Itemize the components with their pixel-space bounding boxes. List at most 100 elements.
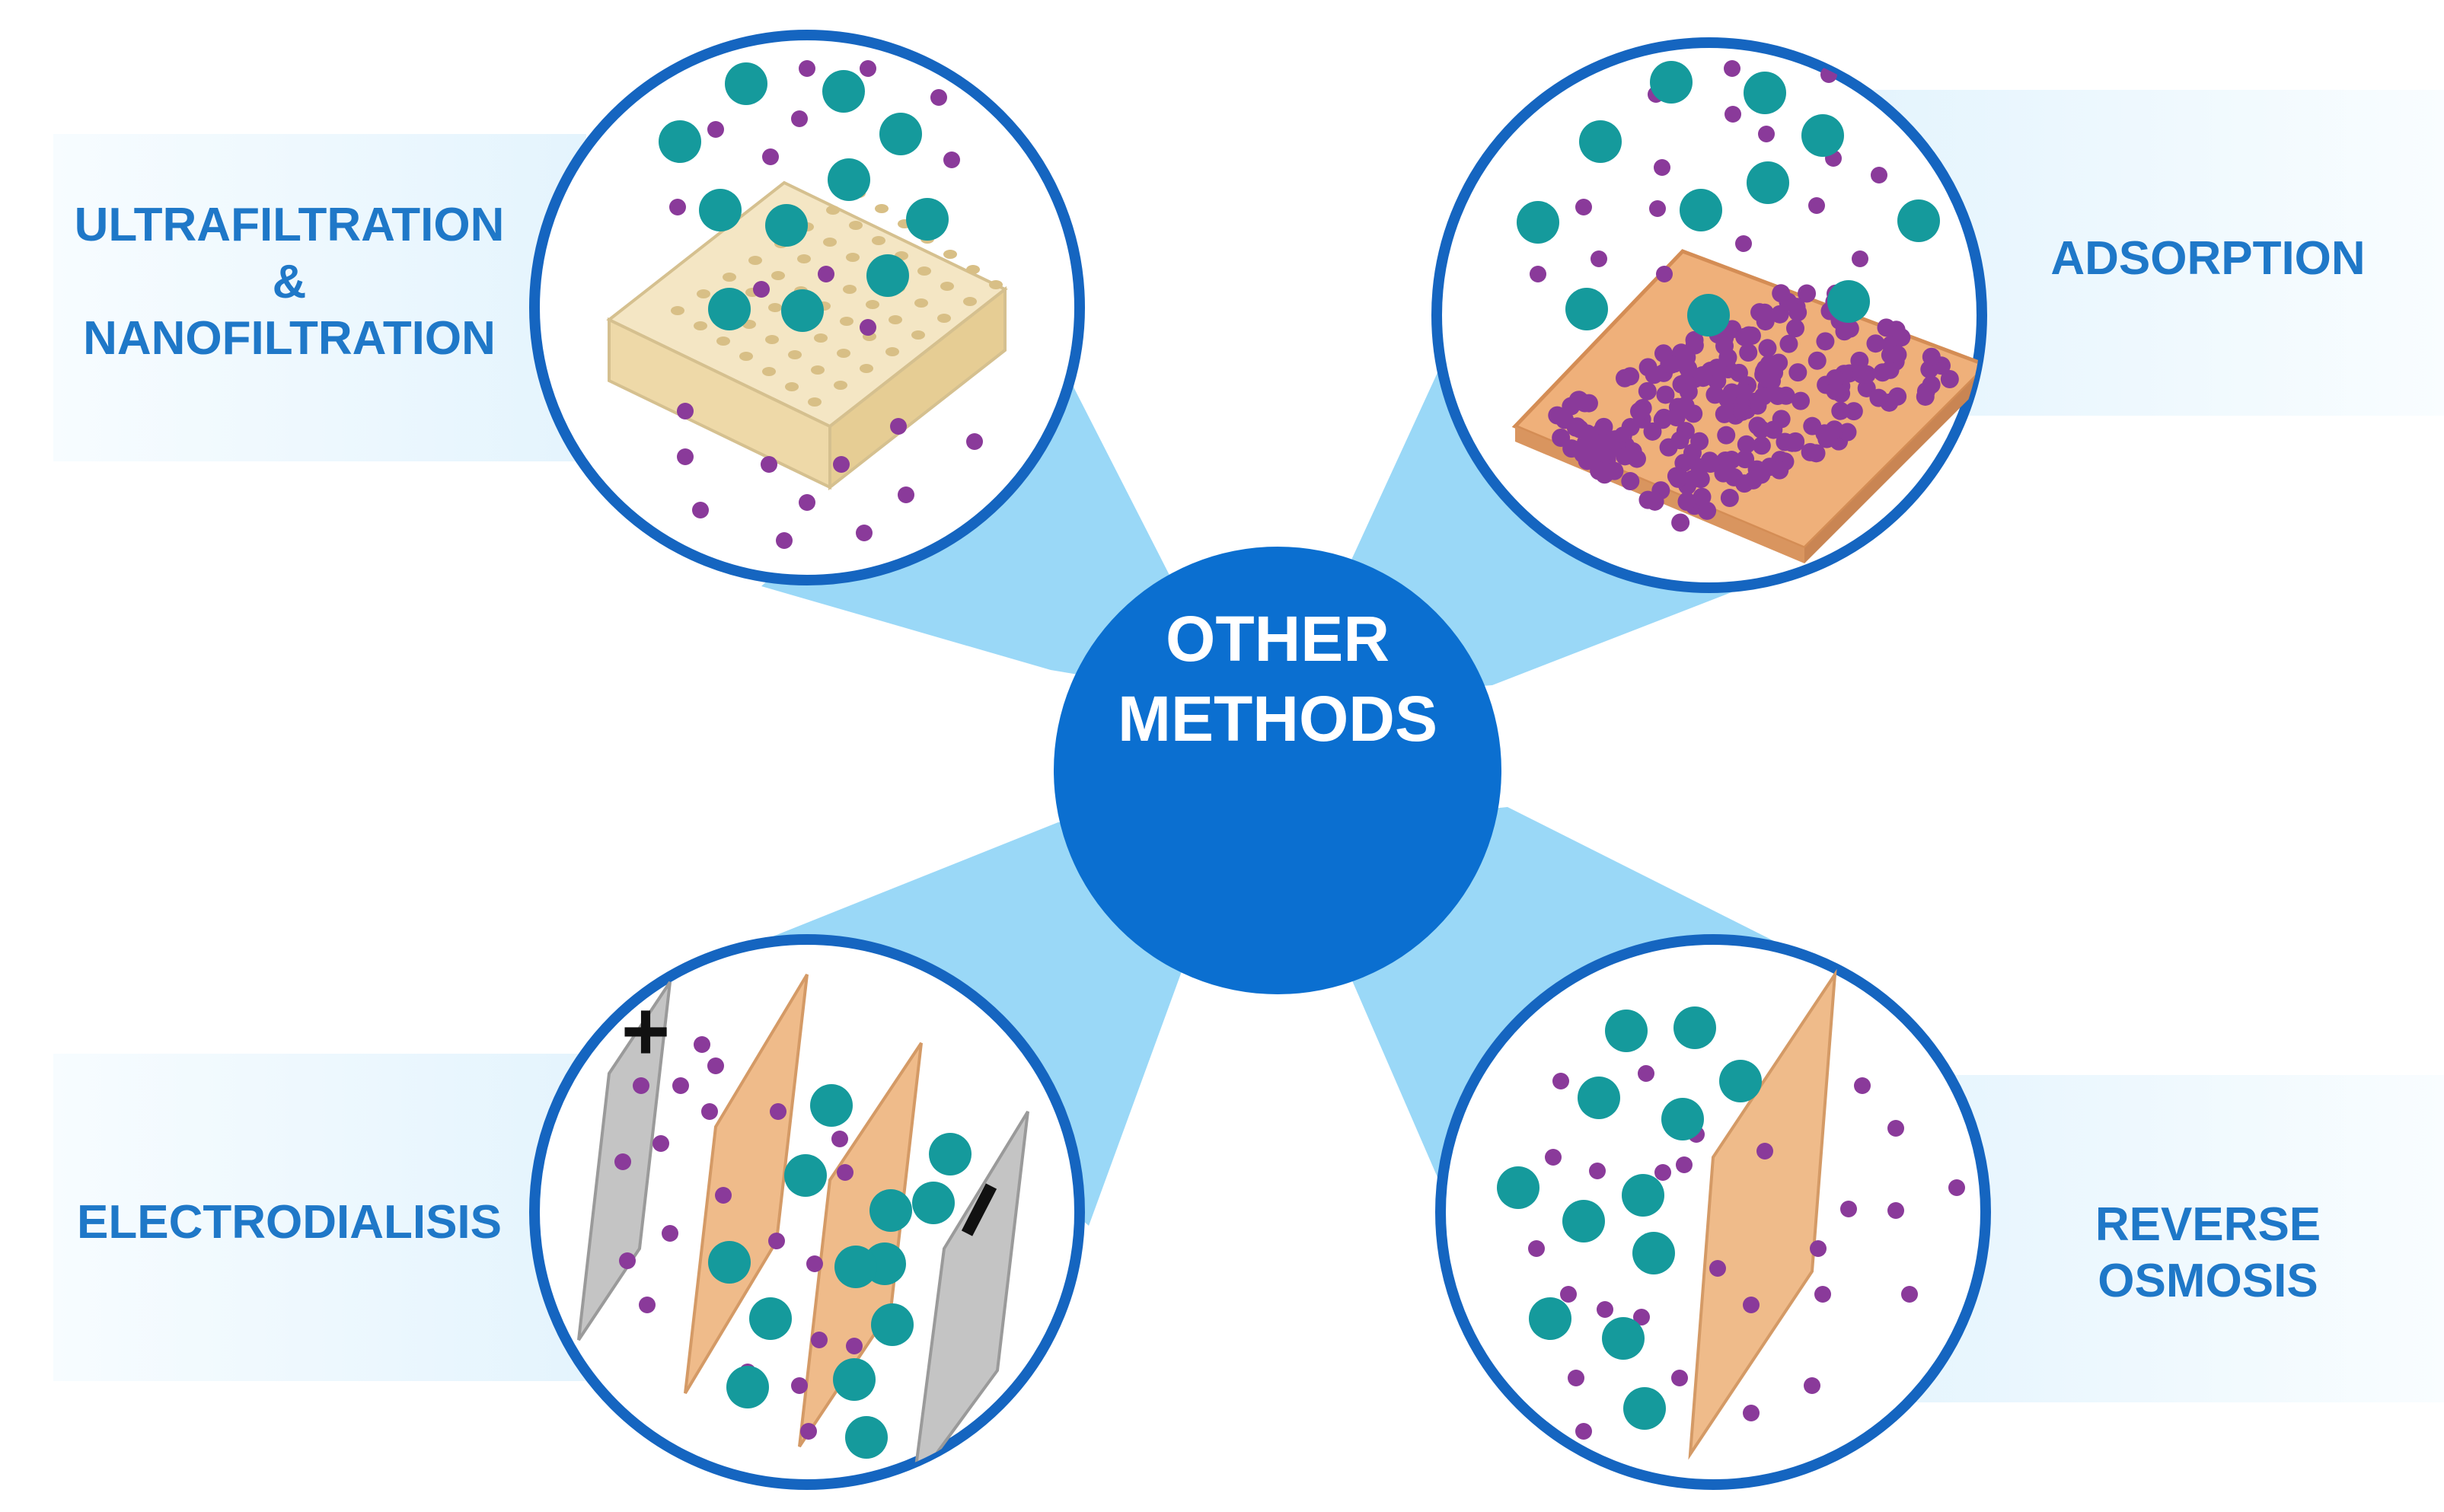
adsorbed-particle [1671,513,1690,532]
adsorbed-particle [1770,461,1789,480]
purple-particle [1871,167,1887,183]
adsorbed-particle [1656,385,1675,404]
teal-particle [1579,120,1622,163]
teal-particle [726,1366,769,1408]
adsorbed-particle [1826,369,1845,388]
adsorbed-particle [1717,426,1736,445]
purple-particle [770,1103,786,1120]
purple-particle [1597,1301,1613,1318]
teal-particle [708,288,751,330]
adsorbed-particle [1869,388,1888,407]
ultrafiltration-illustration [606,60,1008,549]
pore [826,206,840,215]
hub-title-line2: METHODS [1118,683,1437,754]
adsorbed-particle [1708,359,1727,378]
adsorbed-particle [1690,432,1709,451]
cathode-plate [912,1110,1029,1485]
purple-particle [1887,1120,1904,1137]
teal-particle [1623,1387,1666,1430]
adsorbed-particle [1705,385,1725,404]
adsorbed-particle [1922,347,1941,366]
teal-particle [929,1133,972,1175]
adsorbed-particle [1816,332,1835,351]
pore [785,382,799,391]
teal-particle [1605,1010,1648,1052]
purple-particle [1671,1370,1688,1386]
purple-particle [1948,1179,1965,1196]
purple-particle [1676,1156,1693,1173]
adsorbed-particle [1881,360,1900,379]
electrodialysis-illustration [577,973,1029,1485]
purple-particle [776,532,793,549]
purple-particle [715,1187,732,1204]
adsorbed-particle [1735,474,1754,493]
adsorbed-particle [1691,470,1710,489]
adsorbed-particle [1700,451,1719,471]
adsorbed-particle [1693,487,1712,506]
adsorbed-particle [1715,404,1734,423]
adsorbed-particle [1645,365,1664,384]
adsorbed-particle [1852,365,1871,384]
teal-particle [1650,61,1693,104]
adsorbed-particle [1594,417,1613,436]
adsorbed-particle [1621,472,1640,491]
teal-particle [1529,1297,1571,1340]
teal-particle [1565,288,1608,330]
teal-particle [1632,1232,1675,1274]
purple-particle [1743,1297,1760,1313]
adsorbed-particle [1621,367,1640,386]
purple-particle [692,502,709,518]
pore [889,315,902,324]
other-methods-hub [1054,547,1501,994]
reverse-osmosis-label-line1: REVERSE [2095,1198,2321,1251]
purple-particle [1528,1240,1545,1257]
purple-particle [1810,1240,1827,1257]
teal-particle [1497,1166,1539,1209]
adsorbed-particle [1835,322,1854,341]
pore [694,321,707,330]
purple-particle [1808,197,1825,214]
beam-top-left [761,327,1233,700]
teal-particle [781,289,824,332]
reverse-osmosis-label-line2: OSMOSIS [2098,1255,2318,1307]
purple-particle [1545,1149,1562,1166]
pore [917,266,931,276]
pore [823,238,837,247]
adsorbed-particle [1562,439,1581,458]
adsorbed-particle [1638,381,1657,400]
teal-particle [1622,1174,1664,1217]
adsorbed-particle [1739,343,1758,362]
teal-particle [869,1189,912,1232]
purple-particle [1656,266,1673,282]
pore [966,265,980,274]
purple-particle [930,89,947,106]
purple-particle [846,1338,863,1354]
pore [808,397,822,407]
teal-particle [833,1358,876,1401]
pore [723,273,736,282]
purple-particle [1552,1073,1569,1089]
adsorbed-particle [1916,387,1935,406]
ro-membrane [1688,968,1837,1460]
pore [768,303,782,312]
teal-particle [1827,280,1870,323]
adsorbed-particle [1850,351,1869,370]
pore [866,300,879,309]
pore [834,381,847,390]
adsorbed-particle [1566,418,1585,437]
reverse-osmosis-illustration [1497,968,1965,1460]
hub-title-line1: OTHER [1166,603,1390,675]
purple-particle [1854,1077,1871,1094]
ultrafiltration-label-line2: & [272,255,307,308]
pore [846,253,860,262]
purple-particle [619,1252,636,1269]
adsorbed-particle [1698,501,1717,520]
purple-particle [633,1077,649,1094]
purple-particle [768,1233,785,1249]
purple-particle [1887,1202,1904,1219]
reverse-osmosis-label: REVERSE OSMOSIS [2010,1185,2406,1322]
adsorbed-particle [1684,404,1703,423]
teal-particle [1661,1098,1704,1140]
purple-particle [639,1297,656,1313]
